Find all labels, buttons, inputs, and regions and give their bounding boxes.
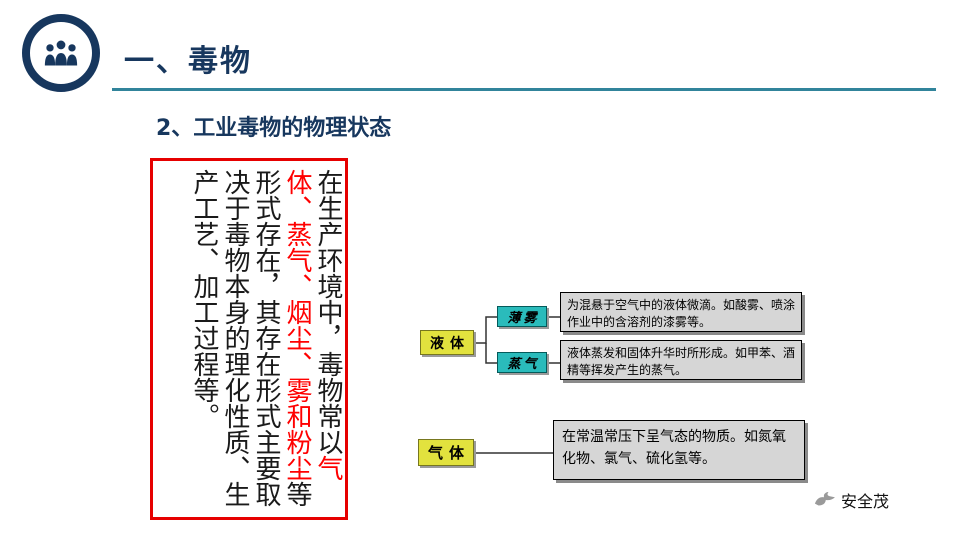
brand-name: 安全茂 [841,492,890,511]
page-title: 一、毒物 [124,44,252,79]
paragraph-highlight: 气体、蒸气、烟尘、雾和粉尘 [282,169,343,481]
paragraph-pre: 在生产环境中，毒物常以 [313,169,343,455]
people-group-icon [22,14,100,92]
mist-description: 为混悬于空气中的液体微滴。如酸雾、喷涂作业中的含溶剂的漆雾等。 [560,292,802,332]
brand-watermark: 安全茂 [812,488,889,512]
node-gas: 气体 [418,439,474,466]
node-vapor: 蒸气 [497,352,547,373]
text-panel: 在生产环境中，毒物常以气体、蒸气、烟尘、雾和粉尘等形式存在，其存在形式主要取决于… [150,158,348,520]
node-mist: 薄雾 [497,306,547,327]
vapor-description: 液体蒸发和固体升华时所形成。如甲苯、酒精等挥发产生的蒸气。 [560,340,802,380]
vertical-paragraph: 在生产环境中，毒物常以气体、蒸气、烟尘、雾和粉尘等形式存在，其存在形式主要取决于… [153,161,345,517]
dove-icon [814,491,835,506]
paragraph-post: 等形式存在，其存在形式主要取决于毒物本身的理化性质、生产工艺、加工过程等。 [189,169,312,507]
node-liquid: 液体 [420,330,474,355]
section-subtitle: 2、工业毒物的物理状态 [156,116,392,141]
people-group-glyph [44,40,78,66]
header-divider [112,88,936,91]
gas-description: 在常温常压下呈气态的物质。如氮氧化物、氯气、硫化氢等。 [553,420,805,480]
